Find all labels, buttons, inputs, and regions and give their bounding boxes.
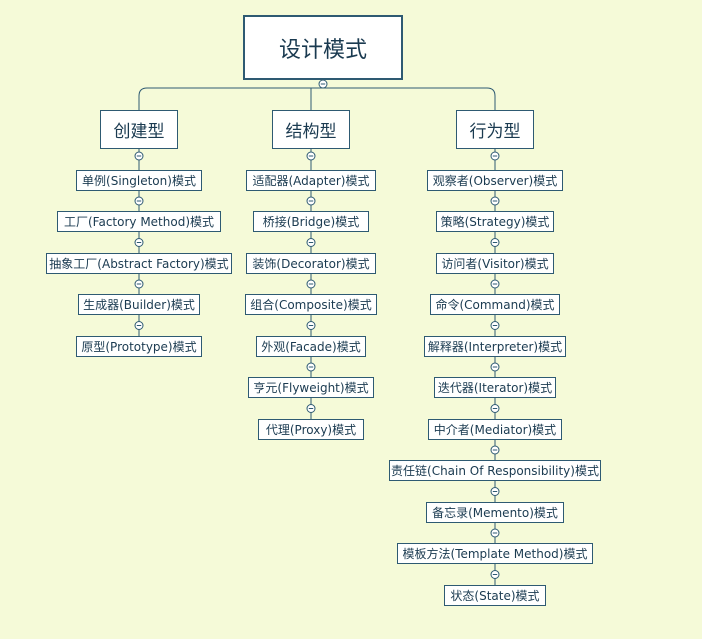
minus-circle-icon[interactable] [306,279,316,289]
minus-circle-icon[interactable] [490,196,500,206]
category-label: 结构型 [285,122,337,142]
minus-circle-icon[interactable] [490,279,500,289]
pattern-composite[interactable]: 组合(Composite)模式 [245,294,377,315]
minus-circle-icon[interactable] [490,487,500,496]
minus-circle-icon[interactable] [490,151,500,161]
pattern-label: 备忘录(Memento)模式 [432,506,558,520]
pattern-decorator[interactable]: 装饰(Decorator)模式 [246,253,376,274]
pattern-label: 适配器(Adapter)模式 [252,174,370,188]
pattern-label: 策略(Strategy)模式 [440,215,550,229]
category-label: 行为型 [469,122,521,142]
pattern-label: 单例(Singleton)模式 [82,174,196,188]
minus-circle-icon[interactable] [134,196,144,206]
pattern-mediator[interactable]: 中介者(Mediator)模式 [428,419,562,440]
pattern-label: 亨元(Flyweight)模式 [253,381,369,395]
category-structural[interactable]: 结构型 [272,110,350,149]
pattern-label: 装饰(Decorator)模式 [252,257,370,271]
pattern-singleton[interactable]: 单例(Singleton)模式 [76,170,202,191]
category-creational[interactable]: 创建型 [100,110,178,149]
minus-circle-icon[interactable] [490,321,500,330]
minus-circle-icon[interactable] [490,528,500,538]
pattern-label: 观察者(Observer)模式 [432,174,558,188]
minus-circle-icon[interactable] [306,404,316,413]
pattern-adapter[interactable]: 适配器(Adapter)模式 [246,170,376,191]
minus-circle-icon[interactable] [490,404,500,413]
pattern-label: 生成器(Builder)模式 [83,298,195,312]
minus-circle-icon[interactable] [134,279,144,289]
pattern-label: 工厂(Factory Method)模式 [63,215,215,229]
pattern-memento[interactable]: 备忘录(Memento)模式 [426,502,564,523]
pattern-label: 中介者(Mediator)模式 [433,423,557,437]
minus-circle-icon[interactable] [306,238,316,247]
pattern-observer[interactable]: 观察者(Observer)模式 [427,170,563,191]
pattern-label: 桥接(Bridge)模式 [262,215,360,229]
category-bus [138,87,496,110]
pattern-state[interactable]: 状态(State)模式 [444,585,546,606]
pattern-iterator[interactable]: 迭代器(Iterator)模式 [434,377,556,398]
minus-circle-icon[interactable] [490,570,500,579]
minus-circle-icon[interactable] [490,238,500,247]
pattern-label: 抽象工厂(Abstract Factory)模式 [49,257,229,271]
minus-circle-icon[interactable] [134,238,144,247]
pattern-interpreter[interactable]: 解释器(Interpreter)模式 [424,336,566,357]
pattern-prototype[interactable]: 原型(Prototype)模式 [76,336,202,357]
pattern-factory-method[interactable]: 工厂(Factory Method)模式 [57,211,221,232]
pattern-flyweight[interactable]: 亨元(Flyweight)模式 [248,377,374,398]
minus-circle-icon[interactable] [306,151,316,161]
minus-circle-icon[interactable] [490,362,500,372]
root-label: 设计模式 [278,37,367,63]
pattern-template-method[interactable]: 模板方法(Template Method)模式 [397,543,593,564]
category-label: 创建型 [113,122,165,142]
pattern-label: 访问者(Visitor)模式 [441,257,549,271]
pattern-label: 组合(Composite)模式 [250,298,372,312]
pattern-label: 责任链(Chain Of Responsibility)模式 [391,464,599,478]
pattern-label: 外观(Facade)模式 [261,340,361,354]
minus-circle-icon[interactable] [134,151,144,161]
pattern-builder[interactable]: 生成器(Builder)模式 [78,294,200,315]
pattern-label: 模板方法(Template Method)模式 [402,547,588,561]
pattern-label: 原型(Prototype)模式 [81,340,197,354]
pattern-facade[interactable]: 外观(Facade)模式 [256,336,366,357]
pattern-proxy[interactable]: 代理(Proxy)模式 [258,419,364,440]
minus-circle-icon[interactable] [306,321,316,330]
pattern-label: 代理(Proxy)模式 [265,423,357,437]
pattern-command[interactable]: 命令(Command)模式 [430,294,560,315]
minus-circle-icon[interactable] [306,196,316,206]
pattern-abstract-factory[interactable]: 抽象工厂(Abstract Factory)模式 [46,253,232,274]
minus-circle-icon[interactable] [134,321,144,330]
pattern-label: 解释器(Interpreter)模式 [427,340,563,354]
minus-circle-icon[interactable] [490,445,500,455]
minus-circle-icon[interactable] [306,362,316,372]
category-behavioral[interactable]: 行为型 [456,110,534,149]
pattern-label: 命令(Command)模式 [435,298,555,312]
pattern-label: 状态(State)模式 [450,589,540,603]
pattern-visitor[interactable]: 访问者(Visitor)模式 [436,253,554,274]
pattern-strategy[interactable]: 策略(Strategy)模式 [436,211,554,232]
pattern-chain-of-responsibility[interactable]: 责任链(Chain Of Responsibility)模式 [389,460,601,481]
minus-circle-icon[interactable] [318,79,328,89]
root-node[interactable]: 设计模式 [243,15,403,80]
pattern-label: 迭代器(Iterator)模式 [437,381,553,395]
pattern-bridge[interactable]: 桥接(Bridge)模式 [253,211,369,232]
